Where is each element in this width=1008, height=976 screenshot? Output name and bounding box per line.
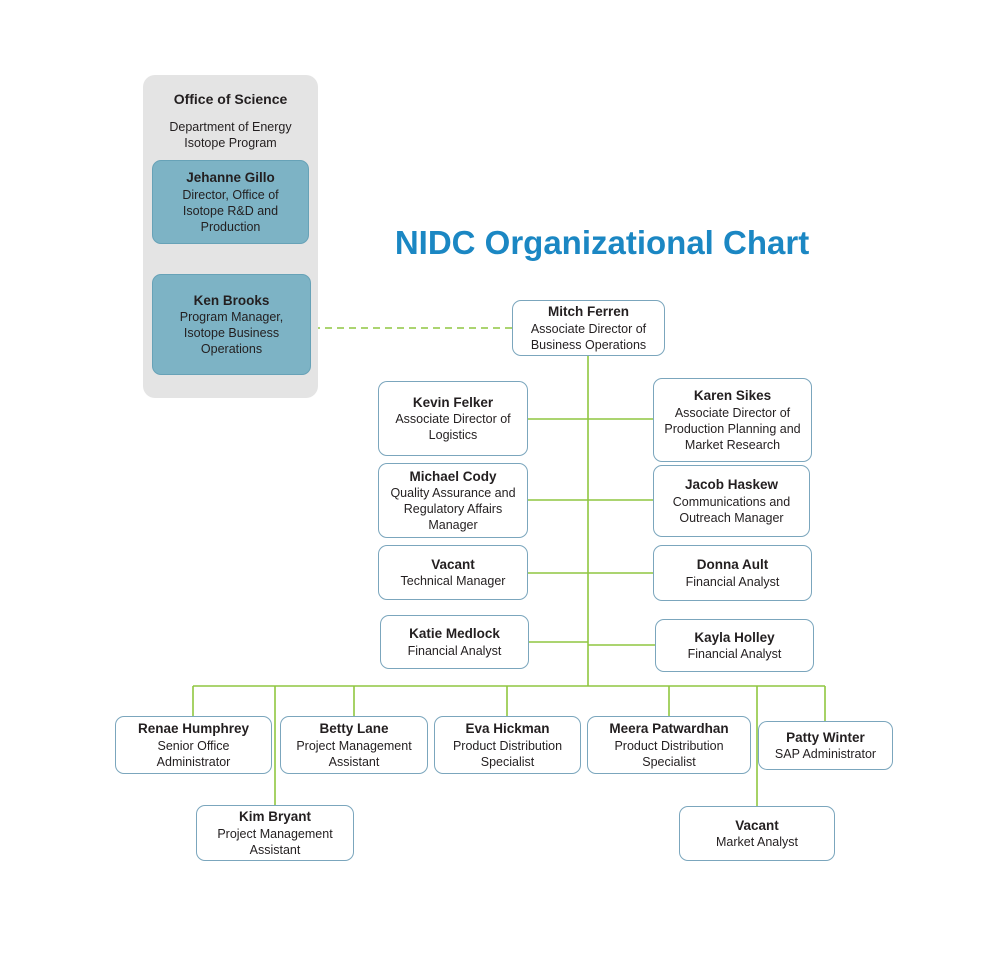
node-patty-winter: Patty Winter SAP Administrator	[758, 721, 893, 770]
person-title: Project Management Assistant	[217, 826, 333, 857]
person-title: Associate Director of Business Operation…	[530, 321, 647, 352]
person-name: Eva Hickman	[465, 721, 550, 737]
person-title: Senior Office Administrator	[156, 738, 231, 769]
person-name: Karen Sikes	[693, 388, 772, 404]
person-title: Associate Director of Logistics	[395, 412, 511, 443]
person-name: Donna Ault	[696, 557, 769, 573]
person-title: Program Manager, Isotope Business Operat…	[179, 310, 284, 357]
node-betty-lane: Betty Lane Project Management Assistant	[280, 716, 428, 774]
node-meera-patwardhan: Meera Patwardhan Product Distribution Sp…	[587, 716, 751, 774]
node-mitch-ferren: Mitch Ferren Associate Director of Busin…	[512, 300, 665, 356]
person-name: Jacob Haskew	[684, 477, 779, 493]
person-name: Vacant	[431, 556, 475, 572]
person-title: Project Management Assistant	[296, 738, 412, 769]
person-title: Quality Assurance and Regulatory Affairs…	[390, 486, 516, 533]
person-title: Communications and Outreach Manager	[672, 494, 791, 525]
person-title: SAP Administrator	[774, 747, 877, 762]
office-of-science-heading: Office of Science	[173, 91, 288, 107]
page-title: NIDC Organizational Chart	[394, 224, 810, 261]
node-vacant-market-analyst: Vacant Market Analyst	[679, 806, 835, 861]
person-name: Renae Humphrey	[137, 721, 250, 737]
office-of-science-subheading: Department of Energy Isotope Program	[169, 120, 292, 151]
person-title: Director, Office of Isotope R&D and Prod…	[182, 187, 279, 234]
person-title: Product Distribution Specialist	[452, 738, 563, 769]
node-ken-brooks: Ken Brooks Program Manager, Isotope Busi…	[152, 274, 311, 375]
person-name: Jehanne Gillo	[186, 170, 275, 186]
node-katie-medlock: Katie Medlock Financial Analyst	[380, 615, 529, 669]
person-name: Ken Brooks	[193, 292, 270, 308]
person-name: Kevin Felker	[412, 394, 494, 410]
node-kim-bryant: Kim Bryant Project Management Assistant	[196, 805, 354, 861]
person-name: Katie Medlock	[409, 626, 500, 642]
person-name: Mitch Ferren	[547, 304, 629, 320]
person-title: Financial Analyst	[407, 643, 502, 658]
node-vacant-technical-manager: Vacant Technical Manager	[378, 545, 528, 600]
person-title: Market Analyst	[716, 835, 798, 850]
node-michael-cody: Michael Cody Quality Assurance and Regul…	[378, 463, 528, 538]
person-name: Patty Winter	[786, 729, 865, 745]
node-jacob-haskew: Jacob Haskew Communications and Outreach…	[653, 465, 810, 537]
person-name: Betty Lane	[319, 721, 389, 737]
node-eva-hickman: Eva Hickman Product Distribution Special…	[434, 716, 581, 774]
node-kayla-holley: Kayla Holley Financial Analyst	[655, 619, 814, 672]
person-name: Vacant	[735, 817, 779, 833]
person-title: Product Distribution Specialist	[614, 738, 724, 769]
node-jehanne-gillo: Jehanne Gillo Director, Office of Isotop…	[152, 160, 309, 244]
node-kevin-felker: Kevin Felker Associate Director of Logis…	[378, 381, 528, 456]
person-name: Kim Bryant	[238, 809, 311, 825]
person-title: Associate Director of Production Plannin…	[664, 405, 801, 452]
node-renae-humphrey: Renae Humphrey Senior Office Administrat…	[115, 716, 272, 774]
node-donna-ault: Donna Ault Financial Analyst	[653, 545, 812, 601]
person-name: Michael Cody	[409, 468, 497, 484]
node-karen-sikes: Karen Sikes Associate Director of Produc…	[653, 378, 812, 462]
person-name: Meera Patwardhan	[609, 721, 729, 737]
person-title: Financial Analyst	[687, 647, 782, 662]
person-title: Financial Analyst	[685, 574, 780, 589]
person-title: Technical Manager	[400, 574, 506, 589]
person-name: Kayla Holley	[694, 629, 775, 645]
